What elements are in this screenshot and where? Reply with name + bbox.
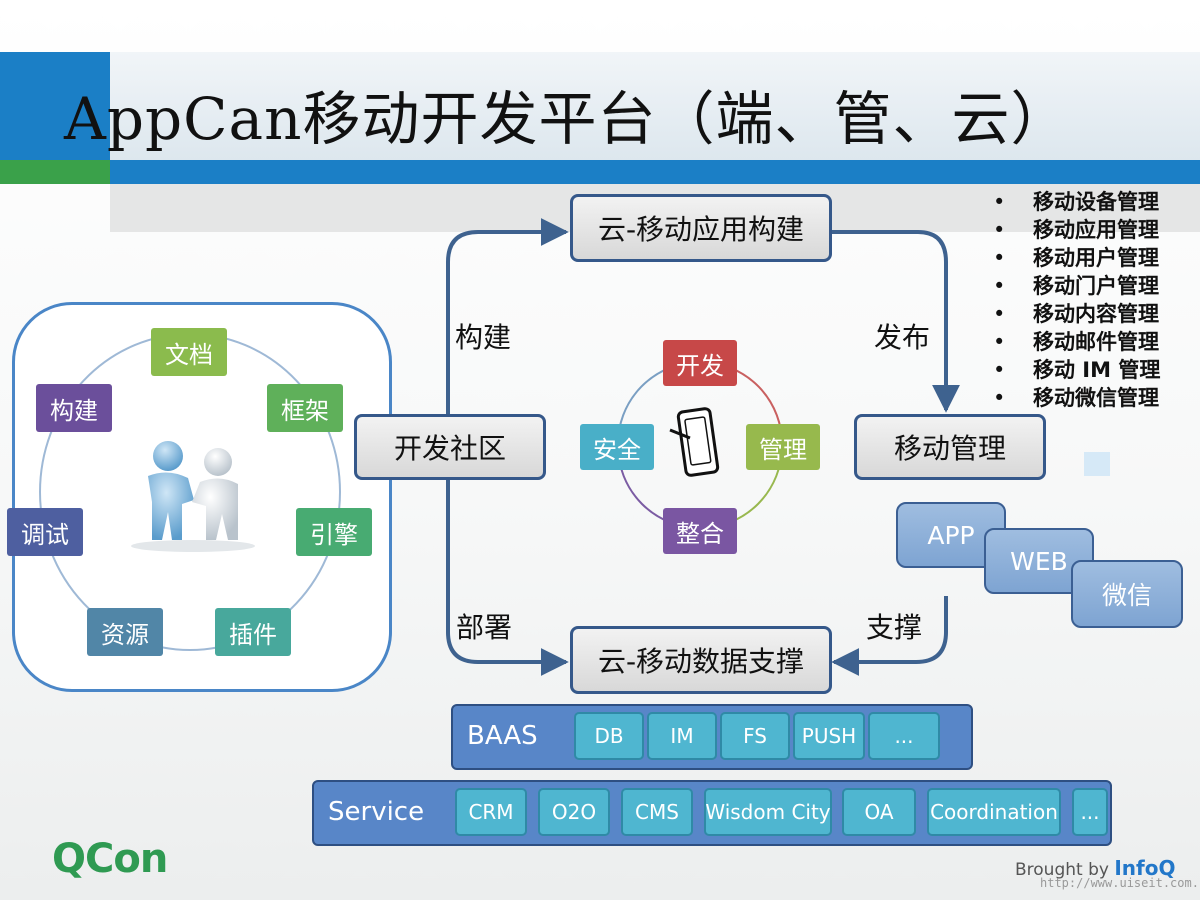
box-mobile-management: 移动管理 <box>854 414 1046 480</box>
baas-chip-fs: FS <box>720 712 790 760</box>
brought-by-text: Brought by <box>1015 860 1109 880</box>
header-band <box>0 52 1200 160</box>
node-framework: 框架 <box>267 384 343 432</box>
slide-title: AppCan移动开发平台（端、管、云） <box>64 85 1070 153</box>
card-wechat: 微信 <box>1071 560 1183 628</box>
label-publish: 发布 <box>874 321 931 354</box>
node-engine: 引擎 <box>296 508 372 556</box>
node-debug: 调试 <box>7 508 83 556</box>
service-chip-o2o: O2O <box>538 788 610 836</box>
infoq-logo: InfoQ <box>1114 856 1176 880</box>
list-item: 移动 IM 管理 <box>990 356 1180 384</box>
header-blue-block <box>0 52 110 162</box>
list-item: 移动微信管理 <box>990 384 1180 412</box>
handshake-figures <box>131 441 255 552</box>
list-item: 移动应用管理 <box>990 216 1180 244</box>
node-plugin: 插件 <box>215 608 291 656</box>
node-manage: 管理 <box>746 424 820 470</box>
header-blue-strip <box>110 160 1200 184</box>
service-chip-coordination: Coordination <box>927 788 1061 836</box>
list-item: 移动邮件管理 <box>990 328 1180 356</box>
box-cloud-data-support: 云-移动数据支撑 <box>570 626 832 694</box>
box-dev-community: 开发社区 <box>354 414 546 480</box>
service-chip-more: ... <box>1072 788 1108 836</box>
box-cloud-app-build: 云-移动应用构建 <box>570 194 832 262</box>
list-item: 移动内容管理 <box>990 300 1180 328</box>
service-chip-crm: CRM <box>455 788 527 836</box>
list-item: 移动设备管理 <box>990 188 1180 216</box>
watermark-url: http://www.uiseit.com.cn <box>1040 876 1200 890</box>
service-chip-cms: CMS <box>621 788 693 836</box>
node-build: 构建 <box>36 384 112 432</box>
node-resource: 资源 <box>87 608 163 656</box>
baas-chip-more: ... <box>868 712 940 760</box>
node-develop: 开发 <box>663 340 737 386</box>
baas-label: BAAS <box>467 721 538 751</box>
list-item: 移动门户管理 <box>990 272 1180 300</box>
node-security: 安全 <box>580 424 654 470</box>
service-chip-wisdom-city: Wisdom City <box>704 788 832 836</box>
label-build: 构建 <box>455 321 512 354</box>
baas-chip-im: IM <box>647 712 717 760</box>
label-support: 支撑 <box>866 611 923 644</box>
arrow-deploy <box>446 476 569 676</box>
list-item: 移动用户管理 <box>990 244 1180 272</box>
mobile-management-list: 移动设备管理 移动应用管理 移动用户管理 移动门户管理 移动内容管理 移动邮件管… <box>990 188 1180 412</box>
brought-by: Brought by InfoQ <box>1015 856 1175 880</box>
qcon-logo: QCon <box>52 836 168 882</box>
baas-chip-db: DB <box>574 712 644 760</box>
arrow-build <box>446 218 569 420</box>
header-green-block <box>0 160 110 184</box>
node-docs: 文档 <box>151 328 227 376</box>
decorative-square <box>1084 452 1110 476</box>
service-chip-oa: OA <box>842 788 916 836</box>
arrow-support <box>831 596 948 676</box>
node-integrate: 整合 <box>663 508 737 554</box>
phone-icon <box>669 407 720 477</box>
service-label: Service <box>328 797 425 827</box>
label-deploy: 部署 <box>456 611 513 644</box>
arrow-publish <box>832 230 960 413</box>
baas-chip-push: PUSH <box>793 712 865 760</box>
